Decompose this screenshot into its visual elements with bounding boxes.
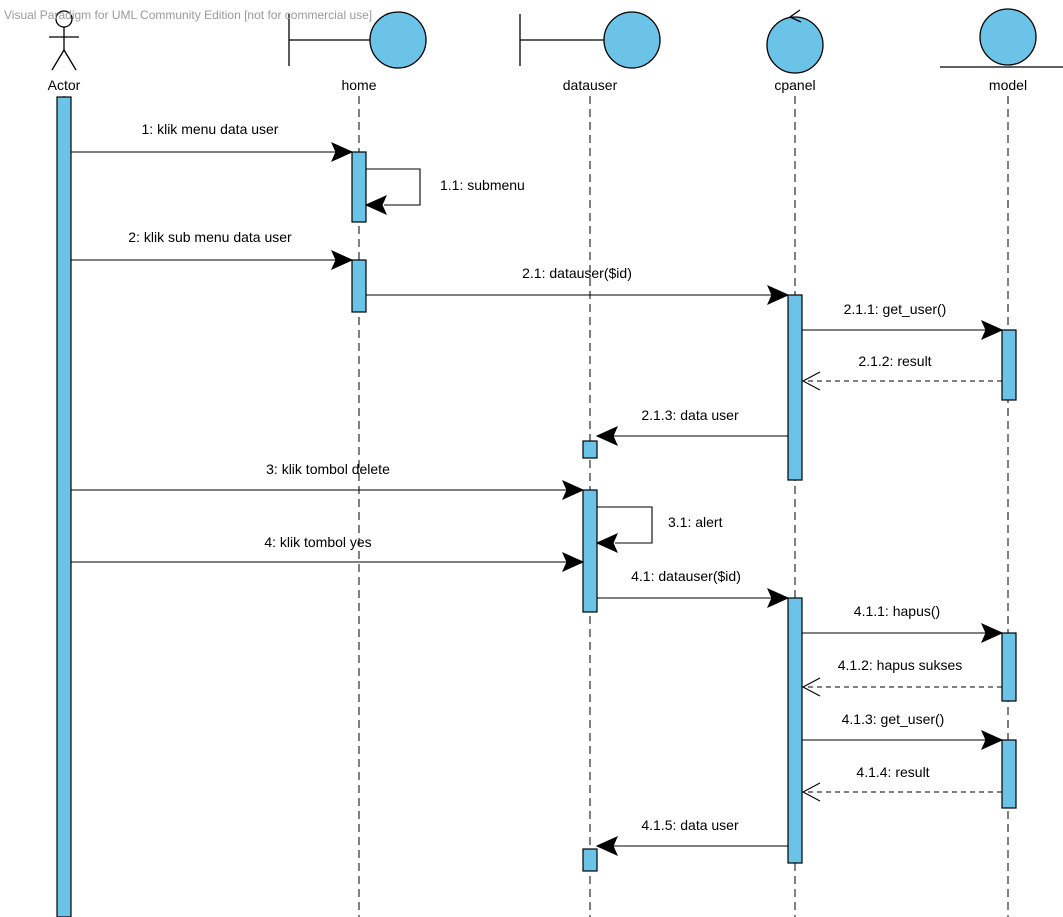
open-arrowhead-icon bbox=[801, 782, 821, 802]
message-label: 3: klik tombol delete bbox=[266, 461, 390, 477]
arrowhead-icon bbox=[981, 730, 1004, 750]
arrowhead-icon bbox=[981, 320, 1004, 340]
message-label: 2: klik sub menu data user bbox=[128, 229, 292, 245]
message-2-1-2[interactable]: 2.1.2: result bbox=[801, 353, 1002, 391]
message-4[interactable]: 4: klik tombol yes bbox=[71, 534, 585, 572]
watermark-text: Visual Paradigm for UML Community Editio… bbox=[4, 8, 372, 22]
arrowhead-icon bbox=[767, 285, 790, 305]
actor-stick-figure-icon bbox=[49, 10, 79, 71]
message-label: 2.1.1: get_user() bbox=[844, 301, 947, 317]
activation-datauser-1 bbox=[582, 440, 598, 459]
message-label: 2.1.3: data user bbox=[641, 407, 739, 423]
message-4-1-5[interactable]: 4.1.5: data user bbox=[595, 817, 788, 856]
activation-model-3 bbox=[1001, 739, 1017, 809]
message-label: 2.1.2: result bbox=[858, 353, 931, 369]
message-4-1-3[interactable]: 4.1.3: get_user() bbox=[802, 711, 1004, 750]
control-icon bbox=[766, 9, 824, 74]
activation-datauser-3 bbox=[582, 848, 598, 872]
activation-home-1 bbox=[351, 151, 367, 223]
message-2-1-3[interactable]: 2.1.3: data user bbox=[595, 407, 788, 446]
lifelines bbox=[63, 96, 1009, 917]
arrowhead-icon bbox=[331, 142, 354, 162]
open-arrowhead-icon bbox=[801, 371, 821, 391]
datauser-head[interactable] bbox=[519, 11, 661, 69]
home-label: home bbox=[341, 77, 376, 93]
message-4-1[interactable]: 4.1: datauser($id) bbox=[597, 568, 790, 608]
activation-actor bbox=[56, 96, 72, 917]
messages: 1: klik menu data user 1.1: submenu 2: k… bbox=[71, 121, 1004, 856]
activations bbox=[56, 96, 1017, 917]
cpanel-head[interactable] bbox=[766, 9, 824, 74]
message-4-1-4[interactable]: 4.1.4: result bbox=[801, 764, 1002, 802]
activation-cpanel-2 bbox=[787, 597, 803, 864]
datauser-label: datauser bbox=[563, 77, 618, 93]
activation-model-1 bbox=[1001, 329, 1017, 401]
message-label: 3.1: alert bbox=[668, 514, 723, 530]
message-label: 2.1: datauser($id) bbox=[522, 265, 632, 281]
open-arrowhead-icon bbox=[801, 677, 821, 697]
home-head[interactable] bbox=[288, 11, 427, 69]
actor-head[interactable] bbox=[49, 10, 79, 71]
activation-model-2 bbox=[1001, 632, 1017, 702]
message-4-1-2[interactable]: 4.1.2: hapus sukses bbox=[801, 657, 1002, 697]
arrowhead-icon bbox=[364, 195, 387, 215]
arrowhead-icon bbox=[331, 250, 354, 270]
activation-home-2 bbox=[351, 259, 367, 313]
cpanel-label: cpanel bbox=[774, 77, 815, 93]
model-head[interactable] bbox=[940, 8, 1063, 68]
message-label: 4.1.5: data user bbox=[641, 817, 739, 833]
arrowhead-icon bbox=[981, 623, 1004, 643]
arrowhead-icon bbox=[562, 480, 585, 500]
arrowhead-icon bbox=[562, 552, 585, 572]
message-2-1-1[interactable]: 2.1.1: get_user() bbox=[802, 301, 1004, 340]
message-label: 4.1.2: hapus sukses bbox=[838, 657, 963, 673]
boundary-icon bbox=[288, 11, 427, 69]
message-label: 1.1: submenu bbox=[440, 177, 525, 193]
activation-datauser-2 bbox=[582, 489, 598, 613]
arrowhead-icon bbox=[595, 426, 618, 446]
message-label: 4: klik tombol yes bbox=[264, 534, 371, 550]
message-label: 4.1: datauser($id) bbox=[631, 568, 741, 584]
message-label: 4.1.1: hapus() bbox=[854, 603, 940, 619]
arrowhead-icon bbox=[595, 836, 618, 856]
message-3-1[interactable]: 3.1: alert bbox=[595, 506, 723, 553]
message-2[interactable]: 2: klik sub menu data user bbox=[71, 229, 354, 270]
actor-label: Actor bbox=[48, 77, 81, 93]
arrowhead-icon bbox=[595, 533, 618, 553]
message-3[interactable]: 3: klik tombol delete bbox=[71, 461, 585, 500]
entity-icon bbox=[940, 8, 1063, 68]
boundary-icon bbox=[519, 11, 661, 69]
model-label: model bbox=[989, 77, 1027, 93]
message-label: 4.1.3: get_user() bbox=[842, 711, 945, 727]
message-2-1[interactable]: 2.1: datauser($id) bbox=[366, 265, 790, 305]
message-4-1-1[interactable]: 4.1.1: hapus() bbox=[802, 603, 1004, 643]
message-1-1[interactable]: 1.1: submenu bbox=[364, 168, 525, 215]
message-label: 4.1.4: result bbox=[856, 764, 929, 780]
message-1[interactable]: 1: klik menu data user bbox=[71, 121, 354, 162]
activation-cpanel-1 bbox=[787, 294, 803, 481]
message-label: 1: klik menu data user bbox=[142, 121, 279, 137]
arrowhead-icon bbox=[767, 588, 790, 608]
